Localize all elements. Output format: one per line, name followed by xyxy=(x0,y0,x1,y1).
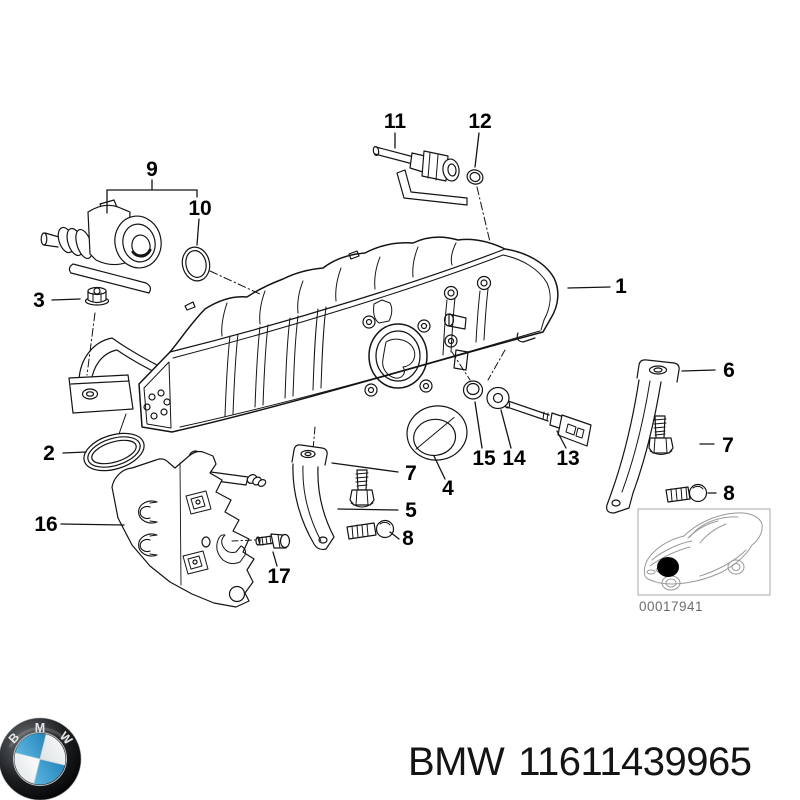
idle-control-valve-drawing xyxy=(40,199,162,294)
callout-8b: 8 xyxy=(723,482,735,505)
sleeve-seal-drawing xyxy=(406,405,468,461)
logo-letter-m: M xyxy=(35,721,45,735)
hex-bolt-7-right-drawing xyxy=(648,415,674,455)
hex-bolt-7-center-drawing xyxy=(349,469,375,508)
callout-11: 11 xyxy=(384,110,407,133)
callout-9: 9 xyxy=(146,158,158,181)
callout-5: 5 xyxy=(405,499,417,522)
holder-bracket-16-drawing xyxy=(111,450,267,608)
part-number: 11611439965 xyxy=(518,740,752,784)
callout-16: 16 xyxy=(34,513,57,536)
o-ring-12-drawing xyxy=(466,169,484,185)
location-dot xyxy=(657,557,679,577)
callout-2: 2 xyxy=(43,442,55,465)
thumbnail-code: 00017941 xyxy=(639,599,703,614)
callout-6: 6 xyxy=(723,359,735,382)
callout-15: 15 xyxy=(472,447,496,470)
intake-manifold-drawing xyxy=(68,236,559,435)
screw-17-drawing xyxy=(231,533,291,549)
bushing-15-drawing xyxy=(462,380,484,400)
washer-14-drawing xyxy=(486,386,510,410)
profile-gasket-drawing xyxy=(83,432,145,472)
mount-axis-line xyxy=(86,312,96,376)
support-bracket-center-drawing xyxy=(291,426,335,551)
callout-13: 13 xyxy=(556,447,579,470)
part-number-line: BMW 11611439965 xyxy=(408,740,752,785)
air-valve-11-drawing xyxy=(372,145,468,206)
mount-axis-line xyxy=(476,186,491,243)
callout-8a: 8 xyxy=(402,527,414,550)
mount-axis-line xyxy=(209,270,263,296)
callout-17: 17 xyxy=(267,565,290,588)
leader-lines xyxy=(51,132,717,567)
bmw-roundel-logo: B M W xyxy=(0,717,84,800)
callout-14: 14 xyxy=(502,447,526,470)
callout-7a: 7 xyxy=(405,462,417,485)
roundel-quadrants xyxy=(14,733,66,785)
screw-8-right-drawing xyxy=(665,483,708,503)
callout-12: 12 xyxy=(468,110,491,133)
callout-3: 3 xyxy=(33,289,45,312)
exploded-parts-diagram: 1 2 3 4 5 6 7 7 8 8 9 10 11 12 13 14 15 … xyxy=(33,110,771,614)
car-location-thumbnail: 00017941 xyxy=(637,508,771,614)
callout-1: 1 xyxy=(615,275,627,298)
callout-4: 4 xyxy=(442,477,454,500)
hex-nut-drawing xyxy=(84,286,110,306)
mount-axis-line xyxy=(451,349,506,381)
o-ring-10-drawing xyxy=(181,246,211,282)
screw-8-center-drawing xyxy=(346,519,395,540)
callout-10: 10 xyxy=(188,197,211,220)
callout-7b: 7 xyxy=(722,434,734,457)
temp-sensor-13-drawing xyxy=(503,399,592,447)
brand-label: BMW xyxy=(408,740,505,784)
support-bracket-right-drawing xyxy=(606,359,680,514)
